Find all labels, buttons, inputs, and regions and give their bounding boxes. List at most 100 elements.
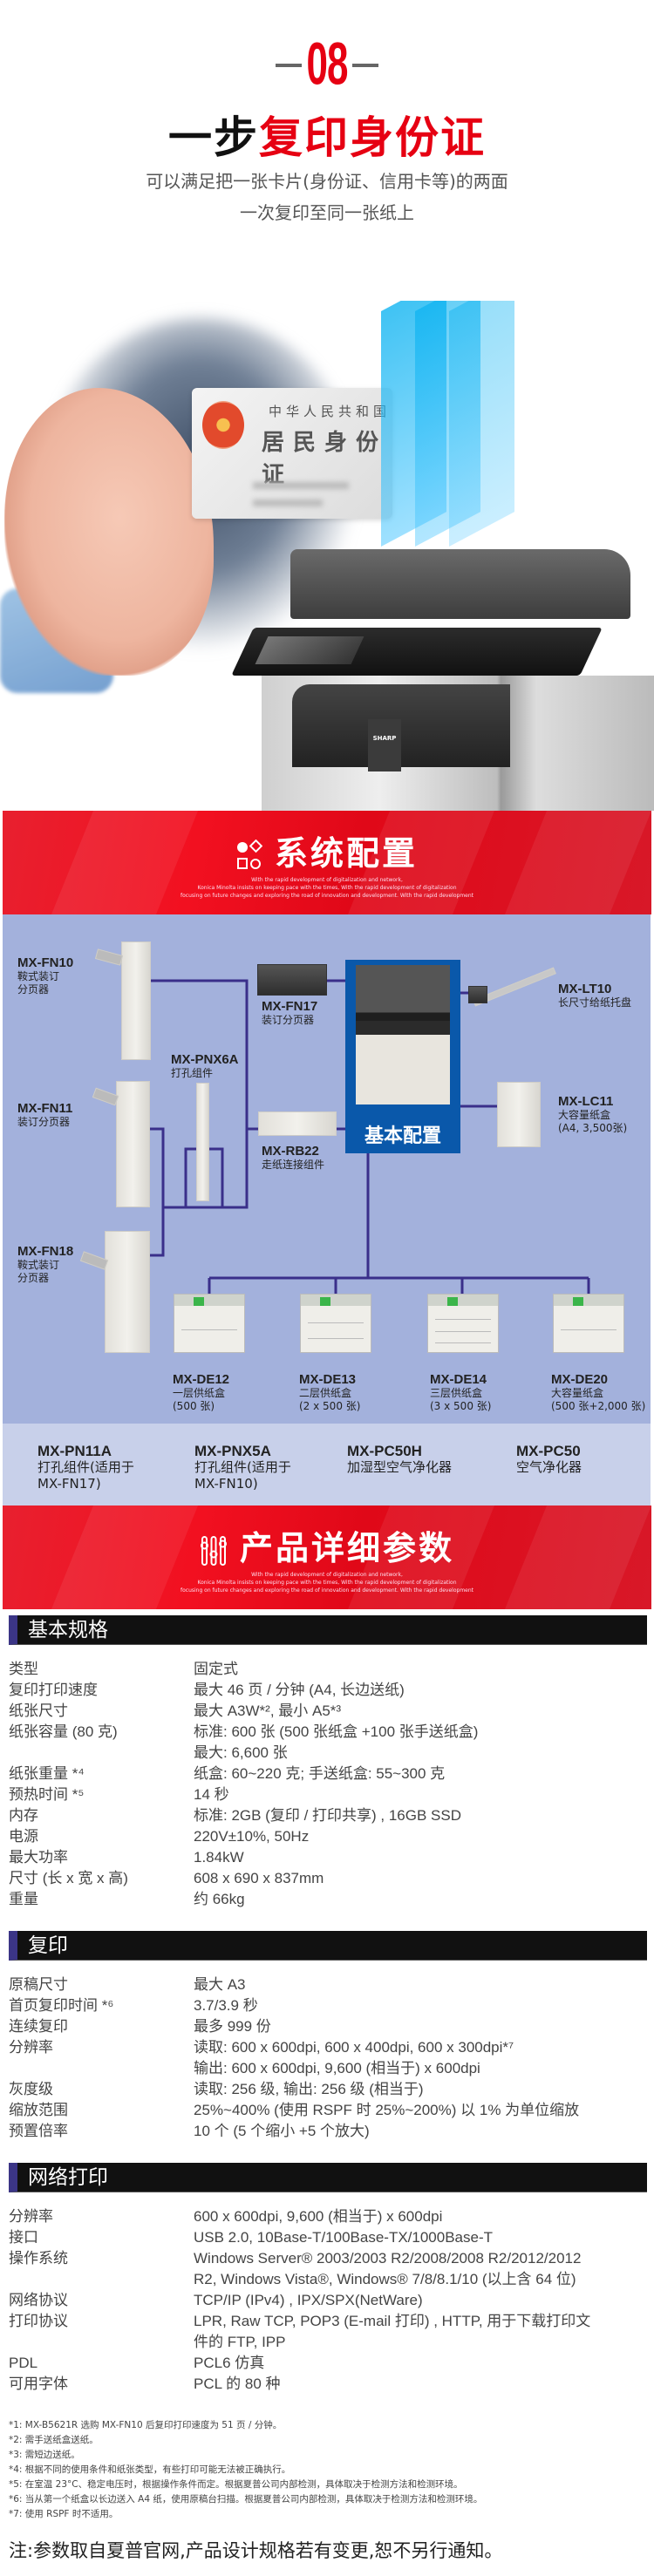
footnote: *7: 使用 RSPF 时不适用。 (9, 2509, 119, 2519)
spec-label: 复印打印速度 (9, 1682, 98, 1698)
spec-row: 纸张容量 (80 克) 标准: 600 张 (500 张纸盒 +100 张手送纸盒… (0, 1722, 654, 1743)
finisher-fn11-image (116, 1081, 150, 1207)
finisher-fn18-image (105, 1231, 150, 1353)
spec-label: PDL (9, 2355, 38, 2371)
connection-lines (150, 979, 590, 1294)
spec-value: 10 个 (5 个缩小 +5 个放大) (194, 2123, 370, 2139)
footnotes: *1: MX-B5621R 选购 MX-FN10 后复印打印速度为 51 页 /… (9, 2418, 650, 2522)
spec-value: 读取: 256 级, 输出: 256 级 (相当于) (194, 2081, 424, 2097)
grid-shapes-icon (236, 839, 262, 869)
spec-value: 14 秒 (194, 1786, 229, 1803)
spec-label: 首页复印时间 *⁶ (9, 1997, 114, 2014)
spec-label: 分辨率 (9, 2039, 53, 2056)
spec-label: 预置倍率 (9, 2123, 68, 2139)
copier-output-tray (292, 684, 510, 767)
paper-drawer-de13-image (300, 1294, 371, 1353)
copier-image (356, 965, 450, 1104)
spec-label: 内存 (9, 1807, 38, 1824)
paper-drawer-de12-image (174, 1294, 245, 1353)
section-number: 08 (0, 31, 654, 98)
spec-label: 纸张尺寸 (9, 1703, 68, 1719)
banner-en-line: focusing on future changes and exploring… (180, 893, 474, 899)
spec-row: 原稿尺寸 最大 A3 (0, 1974, 654, 1995)
footnote: *3: 需短边送纸。 (9, 2450, 80, 2460)
footnote: *1: MX-B5621R 选购 MX-FN10 后复印打印速度为 51 页 /… (9, 2420, 283, 2430)
sharp-logo-badge: SHARP (368, 719, 401, 771)
spec-row: 预置倍率 10 个 (5 个缩小 +5 个放大) (0, 2121, 654, 2142)
spec-label: 原稿尺寸 (9, 1976, 68, 1993)
blurred-text (253, 500, 323, 506)
spec-label: 纸张容量 (80 克) (9, 1723, 118, 1740)
spec-label: 可用字体 (9, 2375, 68, 2392)
spec-value: 最大 A3W*², 最小 A5*³ (194, 1703, 342, 1719)
spec-row: 灰度级读取: 256 级, 输出: 256 级 (相当于) (0, 2079, 654, 2100)
spec-section-header: 网络打印 (9, 2163, 647, 2192)
spec-row: 复印打印速度 最大 46 页 / 分钟 (A4, 长边送纸) (0, 1680, 654, 1701)
spec-row: 分辨率 读取: 600 x 600dpi, 600 x 400dpi, 600 x… (0, 2037, 654, 2058)
section-number-text: 08 (306, 31, 349, 99)
footnote: *4: 根据不同的使用条件和纸张类型，有些打印可能无法被正确执行。 (9, 2464, 291, 2475)
spec-value: 标准: 600 张 (500 张纸盒 +100 张手送纸盒) (194, 1723, 479, 1740)
spec-value: 608 x 690 x 837mm (194, 1870, 324, 1886)
spec-section-header: 基本规格 (9, 1615, 647, 1645)
banner-title: 系统配置 (274, 834, 418, 873)
spec-value: 220V±10%, 50Hz (194, 1828, 310, 1845)
spec-value: 25%~400% (使用 RSPF 时 25%~200%) 以 1% 为单位缩放 (194, 2102, 580, 2118)
spec-row: 重量约 66kg (0, 1889, 654, 1910)
spec-value: 最大 46 页 / 分钟 (A4, 长边送纸) (194, 1682, 405, 1698)
banner-system-config: 系统配置 With the rapid development of digit… (3, 811, 651, 914)
spec-rows: 类型 固定式复印打印速度 最大 46 页 / 分钟 (A4, 长边送纸) 纸张尺寸 最大… (0, 1659, 654, 1910)
spec-label: 纸张重量 *⁴ (9, 1765, 85, 1782)
spec-value: 标准: 2GB (复印 / 打印共享) , 16GB SSD (194, 1807, 461, 1824)
spec-rows: 原稿尺寸 最大 A3 首页复印时间 *⁶ 3.7/3.9 秒连续复印 最多 999 份分… (0, 1974, 654, 2142)
spec-value: USB 2.0, 10Base-T/100Base-TX/1000Base-T (194, 2229, 494, 2246)
spec-label: 分辨率 (9, 2208, 53, 2225)
spec-value: 约 66kg (194, 1891, 245, 1907)
spec-value: PCL6 仿真 (194, 2355, 265, 2371)
spec-label: 缩放范围 (9, 2102, 68, 2118)
hand-image (4, 388, 214, 676)
banner-en-line: focusing on future changes and exploring… (180, 1587, 474, 1594)
spec-section-header: 复印 (9, 1931, 647, 1961)
accessory-band (3, 1424, 651, 1505)
spec-label: 网络协议 (9, 2292, 68, 2308)
spec-value: 最多 999 份 (194, 2018, 271, 2035)
spec-label: 连续复印 (9, 2018, 68, 2035)
spec-label: 类型 (9, 1661, 38, 1677)
spec-value: 最大 A3 (194, 1976, 246, 1993)
banner-en-line: With the rapid development of digitaliza… (251, 877, 403, 883)
spec-row: PDL PCL6 仿真 (0, 2353, 654, 2374)
spec-value: LPR, Raw TCP, POP3 (E-mail 打印) , HTTP, 用… (194, 2313, 591, 2329)
paper-drawer-de14-image (427, 1294, 499, 1353)
spec-value: 输出: 600 x 600dpi, 9,600 (相当于) x 600dpi (194, 2060, 480, 2076)
banner-en-line: With the rapid development of digitaliza… (251, 1572, 403, 1578)
spec-tables: 基本规格类型 固定式复印打印速度 最大 46 页 / 分钟 (A4, 长边送纸) 纸张… (0, 1609, 654, 2416)
spec-label: 接口 (9, 2229, 38, 2246)
id-copy-photo: 中华人民共和国 居民身份证 SHARP (0, 301, 654, 811)
spec-value: 读取: 600 x 600dpi, 600 x 400dpi, 600 x 30… (194, 2039, 514, 2056)
sliders-icon (200, 1535, 227, 1566)
spec-value: 3.7/3.9 秒 (194, 1997, 258, 2014)
spec-value: TCP/IP (IPv4) , IPX/SPX(NetWare) (194, 2292, 423, 2308)
spec-value: 固定式 (194, 1661, 238, 1677)
spec-row: 网络协议 TCP/IP (IPv4) , IPX/SPX(NetWare) (0, 2290, 654, 2311)
spec-label: 打印协议 (9, 2313, 68, 2329)
spec-row: 接口 USB 2.0, 10Base-T/100Base-TX/1000Base-… (0, 2227, 654, 2248)
spec-row: R2, Windows Vista®, Windows® 7/8/8.1/10 … (0, 2269, 654, 2290)
banner-en-line: Konica Minolta insists on keeping pace w… (197, 885, 457, 891)
national-emblem-icon (202, 401, 244, 449)
